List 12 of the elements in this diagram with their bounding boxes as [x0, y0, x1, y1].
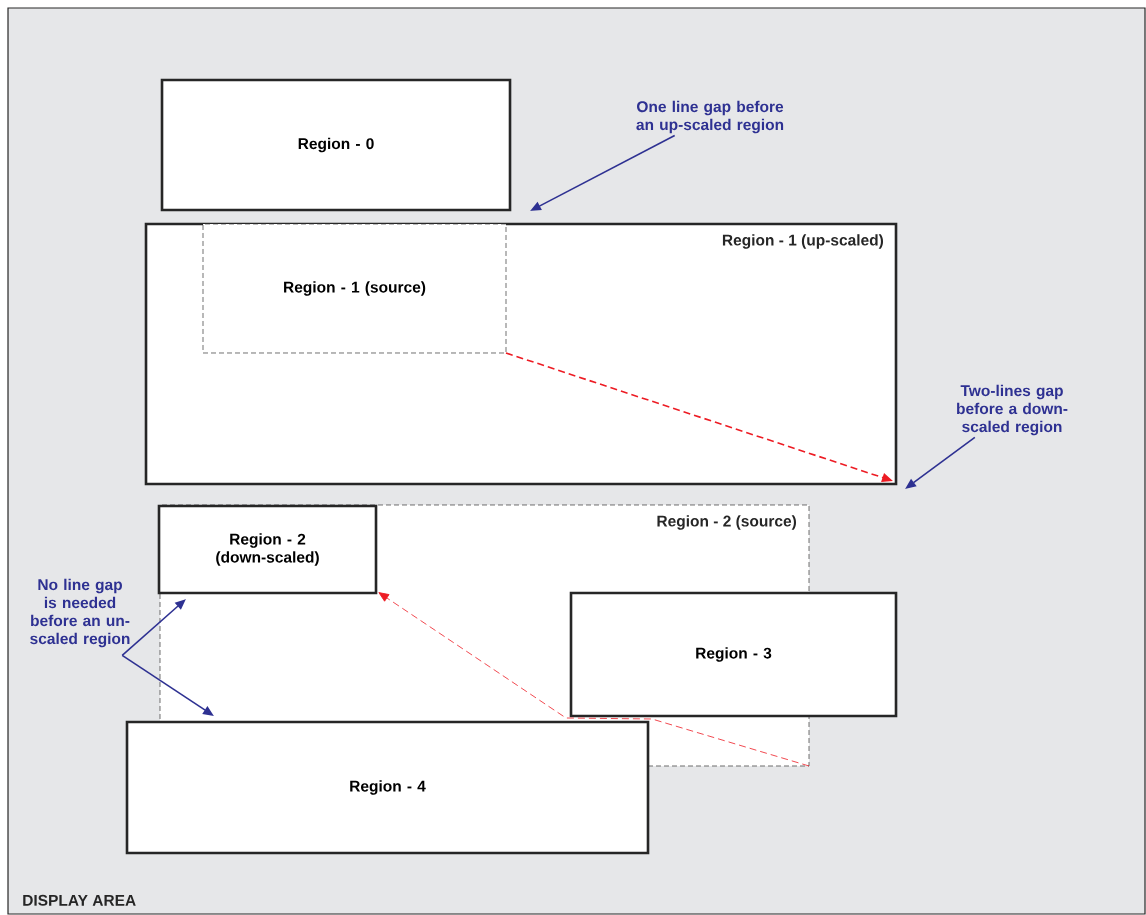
leader-arrow: [905, 436, 976, 489]
source-region-box: Region - 1 (source): [202, 223, 507, 354]
region-box: Region - 0: [160, 78, 512, 212]
leader-arrow: [121, 654, 214, 716]
annotation-text: One line gap before an up-scaled region: [636, 100, 784, 134]
annotation-text: No line gap is needed before an un-scaled region: [30, 578, 130, 648]
region-box: Region - 2 (down-scaled): [157, 504, 378, 595]
leader-arrow: [121, 599, 186, 657]
annotation-text: Two-lines gap before a down-scaled region: [957, 384, 1068, 436]
mapping-arrow: [378, 592, 810, 767]
region-box: Region - 4: [125, 720, 650, 855]
region-box: Region - 3: [569, 591, 898, 718]
